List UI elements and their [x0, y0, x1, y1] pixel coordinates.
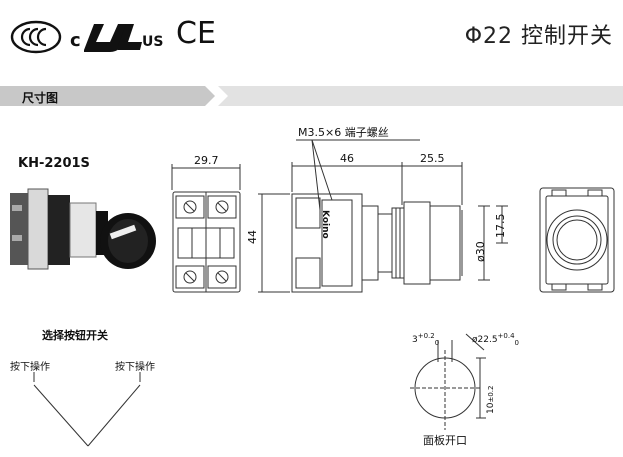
- product-model: KH-2201S: [18, 156, 90, 171]
- cutout-diameter-value: ø22.5: [472, 335, 498, 345]
- ce-label: CE: [176, 16, 216, 51]
- cutout-diameter-label: ø22.5+0.40: [472, 332, 519, 347]
- cul-us-label: US: [142, 34, 164, 50]
- height-label: 44: [246, 230, 259, 244]
- body-length-label: 46: [340, 152, 354, 165]
- cutout-diameter-tol-top: +0.4: [497, 332, 515, 340]
- offset-label: 17.5: [494, 213, 507, 239]
- cutout-diameter-tol-bottom: 0: [514, 338, 520, 347]
- ce-mark-icon: CE: [176, 16, 216, 51]
- selector-position-left: 按下操作: [10, 362, 50, 373]
- panel-cutout-label: 面板开口: [423, 434, 467, 447]
- head-length-label: 25.5: [420, 152, 445, 165]
- key-width-tol-top: +0.2: [417, 332, 435, 340]
- key-width-label: 3+0.20: [412, 332, 439, 347]
- selector-position-right: 按下操作: [115, 362, 155, 373]
- section-bar: [0, 86, 623, 106]
- section-bar-label: 尺寸图: [22, 91, 59, 105]
- key-width-tol-bottom: 0: [434, 338, 440, 347]
- key-depth-value: 10: [486, 402, 496, 414]
- key-width-value: 3: [412, 335, 418, 345]
- brand-label: Koino: [320, 210, 330, 239]
- cul-us-icon: c US: [70, 20, 164, 54]
- front-width-label: 29.7: [194, 154, 219, 167]
- selector-title: 选择按钮开关: [42, 329, 108, 342]
- cul-c-label: c: [70, 30, 81, 51]
- key-depth-tol: ±0.2: [487, 385, 495, 403]
- page-title: Φ22 控制开关: [464, 24, 613, 49]
- key-depth-label: 10±0.2: [486, 386, 496, 414]
- ccc-icon: [10, 20, 62, 54]
- terminal-note: M3.5×6 端子螺丝: [298, 126, 389, 139]
- head-diameter-label: ø30: [474, 241, 487, 262]
